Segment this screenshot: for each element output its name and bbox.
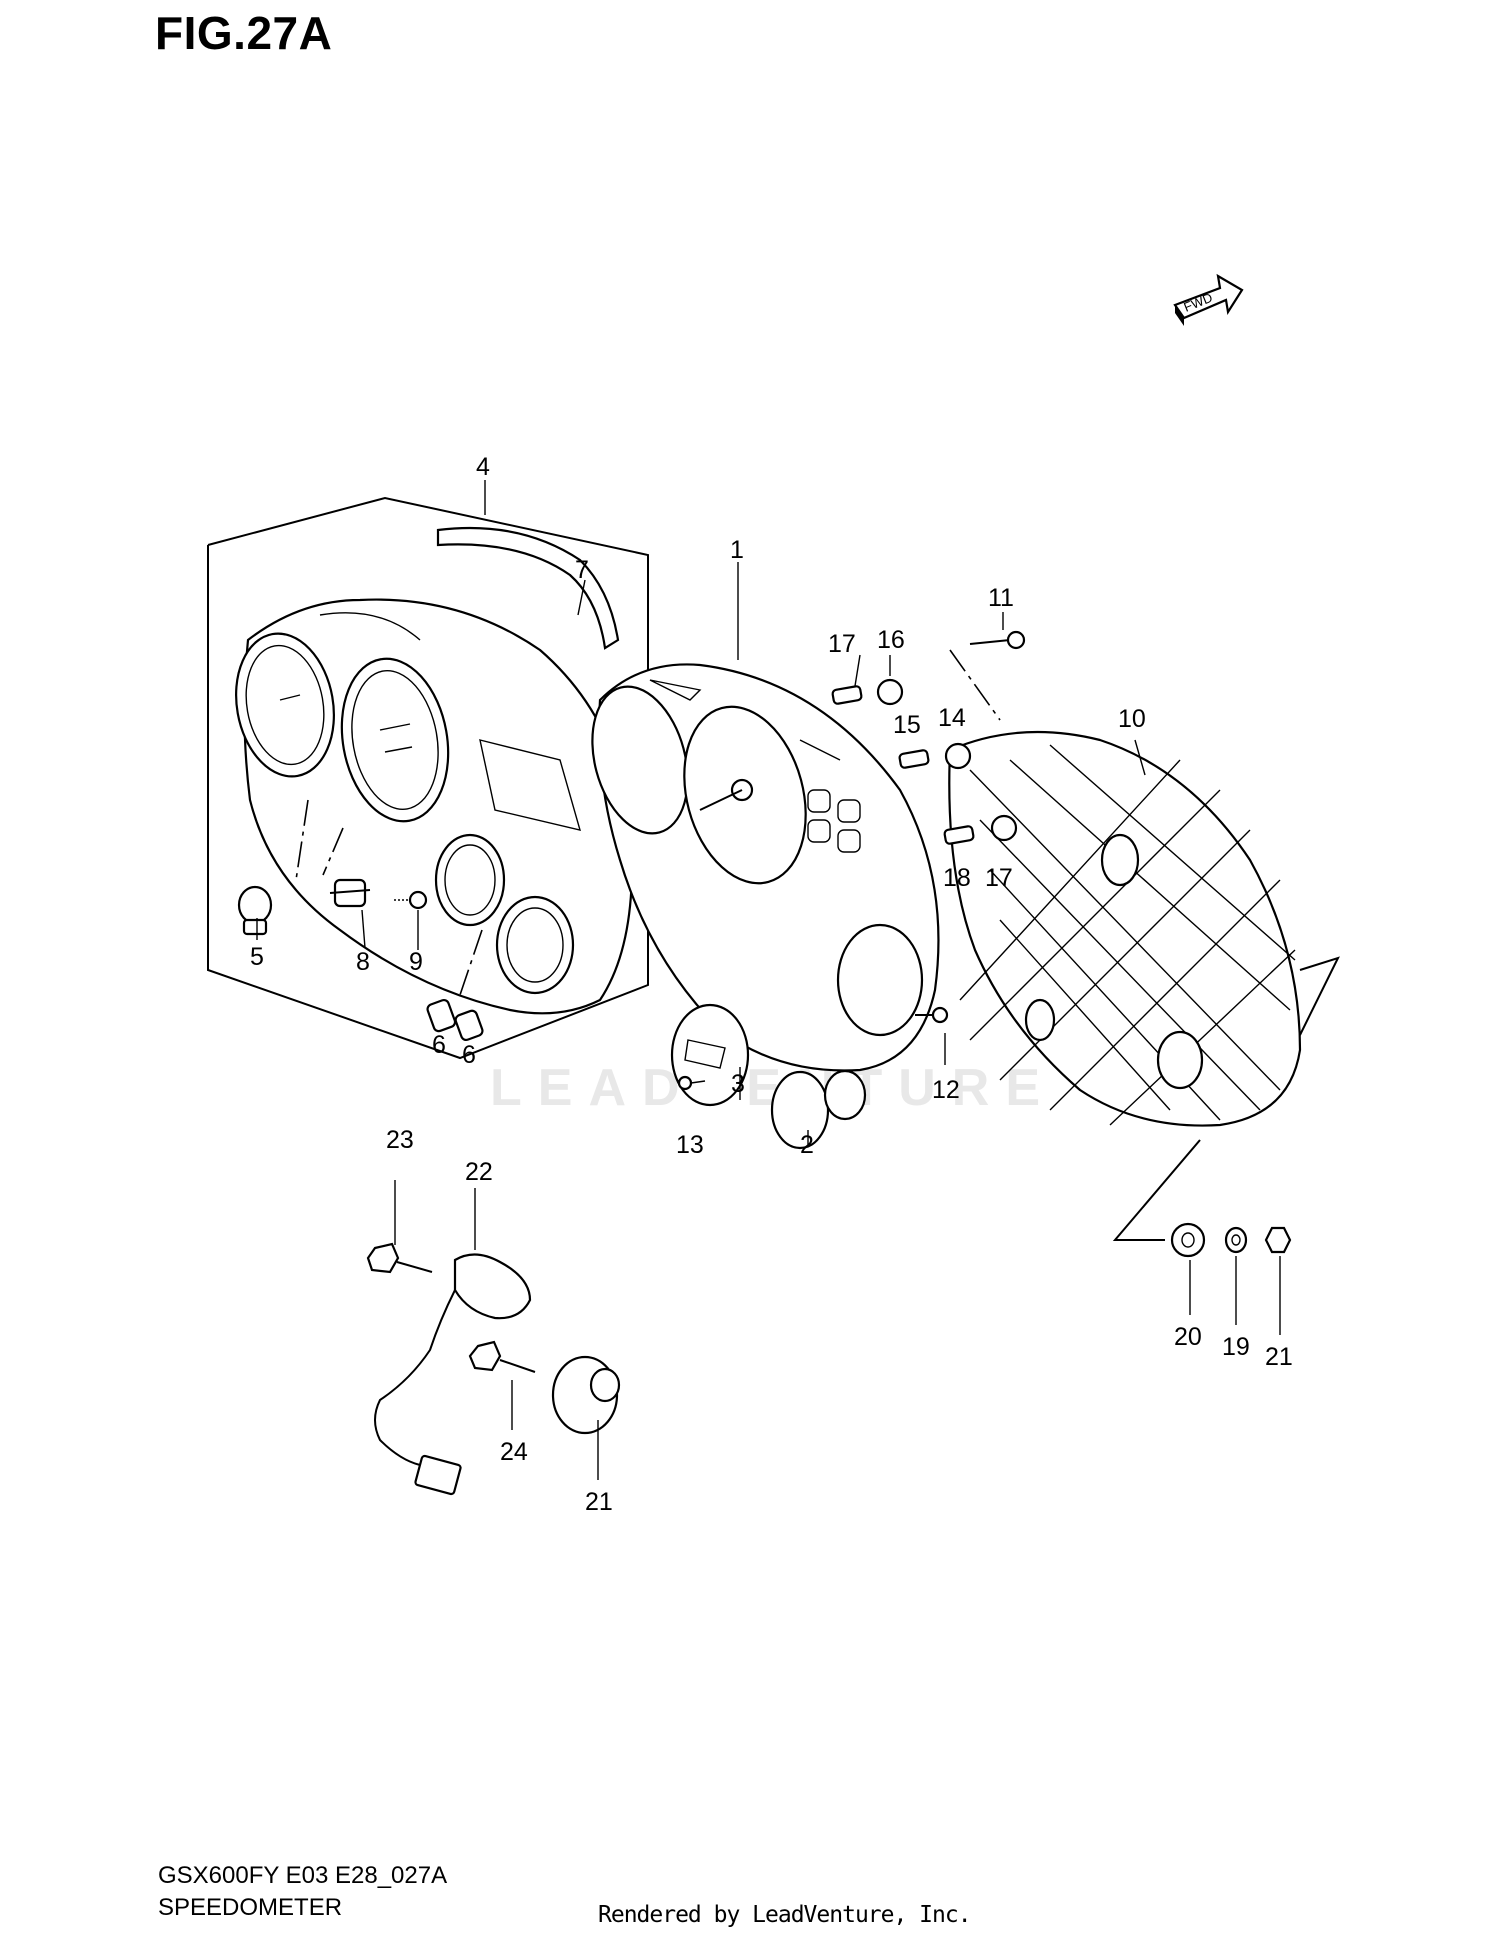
callout-7: 7 [575,556,589,584]
assembly-outline [207,496,649,1060]
figure-title: FIG.27A [155,7,333,59]
leader-bracket [1299,956,1340,1036]
callout-1: 1 [730,536,744,564]
callout-18: 19 [1222,1333,1250,1361]
callout-19: 20 [1174,1323,1202,1351]
part-22-speed-sensor [374,1253,532,1496]
callout-11: 11 [988,584,1014,612]
leader-lines [256,480,1281,1480]
part-21-sensor-rotor [551,1355,621,1435]
part-14-16-bulb-sockets [876,678,1018,842]
part-24-bolt [468,1340,536,1373]
callout-2: 2 [800,1131,814,1159]
callout-8: 8 [356,948,370,976]
callout-21: 21 [585,1488,613,1516]
part-7-trim-strip [436,526,620,650]
callout-9: 9 [409,948,423,976]
callout-16b: 17 [985,864,1013,892]
callout-6a: 6 [432,1031,446,1059]
callout-17b: 18 [943,864,971,892]
dash-line [322,827,344,876]
callout-15: 15 [893,711,921,739]
callout-5: 5 [250,943,264,971]
parts-18-19-20-washers-nut [1170,1222,1292,1258]
rendered-by-credit: Rendered by LeadVenture, Inc. [598,1902,972,1928]
callout-22: 22 [465,1158,493,1186]
section-name: SPEEDOMETER [158,1894,343,1921]
callout-17a: 17 [828,630,856,658]
dash-line [949,649,1001,721]
part-8-lamp-holder [329,878,371,908]
part-12-screw [915,1006,949,1024]
part-11-screw [969,630,1026,650]
part-2-gauge-face [770,1069,867,1150]
part-5-bulb-socket [237,885,273,936]
dash-line [459,929,483,996]
fwd-arrow-icon: FWD [1173,273,1244,326]
leader-bracket [1112,1139,1201,1241]
callout-16a: 16 [877,626,905,654]
part-4-meter-case [235,598,634,1015]
part-9-screw [394,890,428,910]
part-10-back-cover [948,730,1302,1127]
part-23-bolt [366,1242,433,1274]
callout-3: 3 [731,1070,745,1098]
callout-4: 4 [476,453,490,481]
callout-24: 24 [500,1438,528,1466]
part-6-bulbs [426,998,484,1042]
part-13-screw [677,1075,706,1091]
part-1-meter-assembly [591,663,940,1072]
dash-line [295,799,309,881]
callout-13: 13 [676,1131,704,1159]
model-code: GSX600FY E03 E28_027A [158,1862,448,1889]
callout-10: 10 [1118,705,1146,733]
callout-12: 12 [932,1076,960,1104]
callout-6b: 6 [462,1041,476,1069]
callout-20: 21 [1265,1343,1293,1371]
callout-14: 14 [938,704,966,732]
watermark: LEADVENTURE [490,1059,1056,1117]
callout-23: 23 [386,1126,414,1154]
part-15-17-bulbs [831,685,975,845]
